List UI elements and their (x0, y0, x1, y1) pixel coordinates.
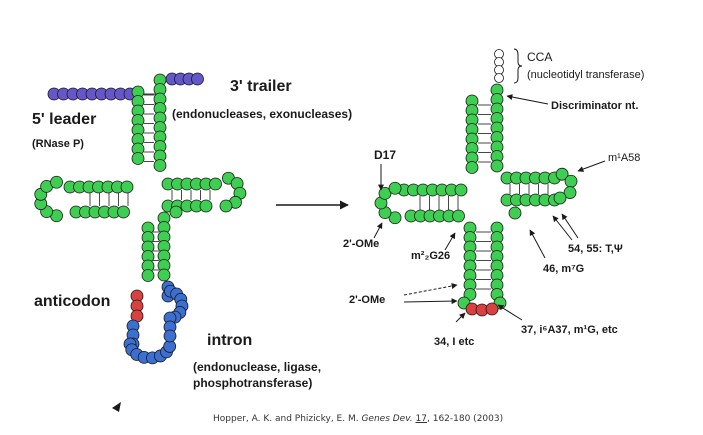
d17-label: D17 (374, 148, 396, 162)
m1a58-label: m¹A58 (608, 152, 640, 164)
citation: Hopper, A. K. and Phizicky, E. M. Genes … (213, 414, 503, 424)
cca-enzyme: (nucleotidyl transferase) (527, 69, 644, 81)
stem-nucleotide (219, 199, 233, 213)
trailer-nucleotides (165, 72, 204, 86)
ome-d-label: 2'-OMe (343, 238, 379, 250)
ome-d-arrow (373, 222, 383, 239)
ome-ac-arrow-2 (403, 298, 458, 305)
intron-nucleotide (163, 329, 177, 343)
trailer-enzyme: (endonucleases, exonucleases) (172, 107, 352, 121)
anticodon-label: anticodon (34, 293, 110, 310)
stem-nucleotide (199, 199, 213, 213)
i34-label: 34, I etc (434, 336, 474, 348)
leader-enzyme: (RNase P) (32, 138, 84, 150)
mature-anticodon-nucleotides (465, 302, 499, 317)
i34-arrow (455, 312, 466, 323)
stem-nucleotide (508, 206, 522, 220)
ome-ac-arrow-1 (403, 283, 458, 296)
cca-nucleotide (494, 73, 504, 83)
t-psi-label: 54, 55: T,Ψ (568, 243, 623, 255)
anticodon-nucleotides (130, 289, 144, 323)
stem-nucleotide (490, 159, 504, 173)
stem-nucleotide (388, 181, 402, 195)
mature-trna-structure (374, 49, 578, 317)
stem-nucleotide (141, 269, 155, 282)
base-pair-lines (89, 93, 549, 290)
stem-nucleotide (120, 180, 134, 194)
stem-nucleotide (553, 191, 567, 205)
stem-nucleotide (131, 152, 145, 165)
pre-trna-stem-nucleotides (34, 73, 247, 282)
mature-trna-stem-nucleotides (374, 83, 578, 310)
cca-label: CCA (527, 50, 552, 64)
ome-ac-label: 2'-OMe (349, 294, 385, 306)
stem-nucleotide (555, 167, 569, 181)
t-psi-arrow-2 (552, 215, 573, 241)
stem-nucleotide (50, 175, 63, 189)
trailer-title: 3' trailer (230, 78, 292, 95)
stem-nucleotide (452, 209, 465, 223)
cca-bracket (513, 48, 523, 84)
intron-enzyme-line1: (endonuclease, ligase, (193, 360, 321, 374)
stem-nucleotide (153, 159, 167, 172)
intron-nucleotides (123, 280, 189, 365)
citation-journal: Genes Dev. (361, 414, 413, 424)
stem-nucleotide (388, 211, 402, 225)
t-psi-arrow-1 (561, 213, 579, 239)
cca-nucleotides (494, 49, 504, 83)
leader-nucleotides (47, 87, 137, 101)
pointer-triangle-icon (112, 402, 121, 412)
stem-nucleotide (157, 268, 171, 282)
pre-trna-structure (34, 72, 247, 365)
stem-nucleotide (563, 186, 577, 199)
intron-title: intron (207, 332, 252, 349)
citation-volume: 17 (415, 414, 427, 424)
anticodon-nucleotide (485, 302, 499, 316)
discriminator-label: Discriminator nt. (551, 100, 638, 112)
m7g-arrow (529, 229, 546, 259)
m22g26-arrow (444, 232, 456, 251)
discriminator-arrow (506, 94, 549, 105)
intron-enzyme-line2: phosphotransferase) (193, 376, 312, 390)
citation-authors: Hopper, A. K. and Phizicky, E. M. (213, 414, 362, 424)
m1a58-arrow (577, 160, 606, 172)
pos37-arrow (497, 304, 523, 321)
m22g26-label: m²₂G26 (411, 250, 450, 262)
stem-nucleotide (169, 205, 183, 219)
stem-nucleotide (564, 174, 578, 188)
stem-nucleotide (209, 177, 222, 191)
pos37-label: 37, i⁶A37, m¹G, etc (521, 324, 618, 336)
stem-nucleotide (454, 183, 468, 197)
m7g-label: 46, m⁷G (543, 263, 584, 275)
trailer-nucleotide (191, 72, 204, 86)
stem-nucleotide (117, 205, 130, 219)
stem-nucleotide (465, 161, 479, 174)
citation-pages: , 162-180 (2003) (427, 414, 504, 424)
leader-title: 5' leader (32, 111, 96, 128)
